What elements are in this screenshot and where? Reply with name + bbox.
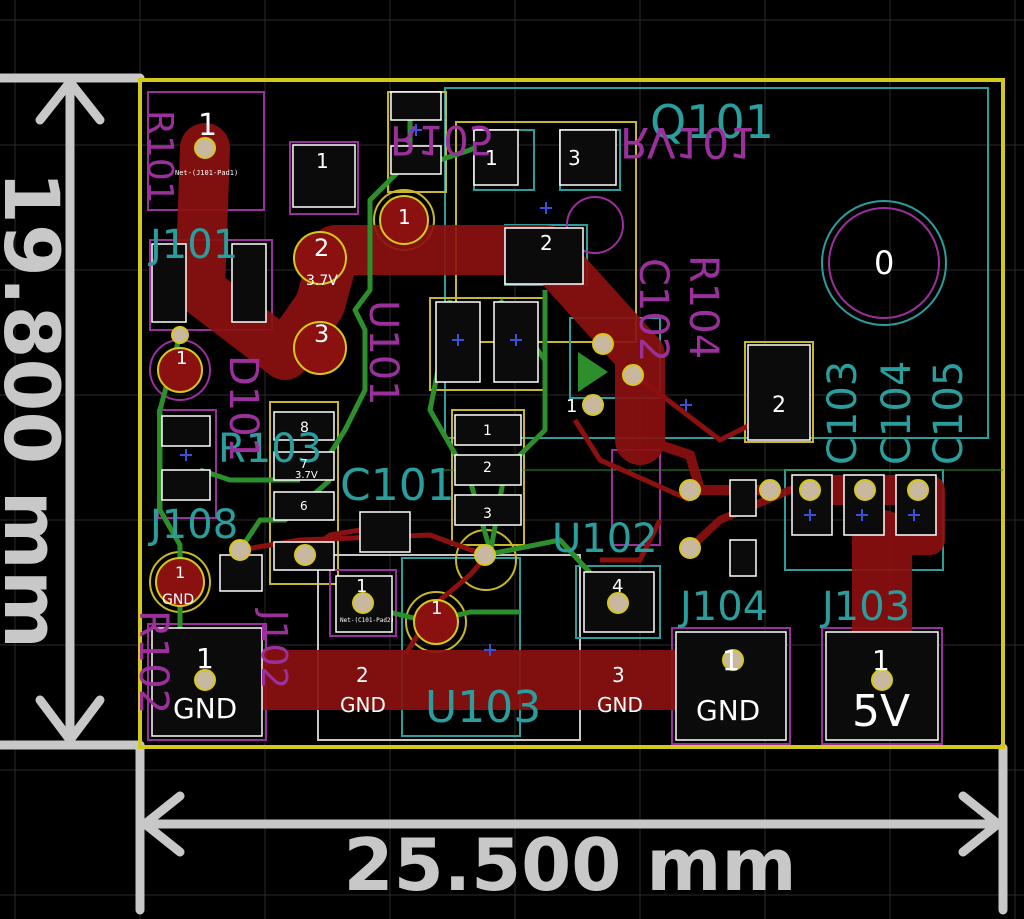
mount-hole-label: 0 bbox=[874, 244, 894, 282]
ref-c103: C103 bbox=[820, 361, 866, 465]
pad-volt-37: 3.7V bbox=[306, 273, 338, 289]
ref-c105: C105 bbox=[926, 361, 972, 465]
pad-gnd3: GND bbox=[597, 693, 643, 717]
pad-u101-volt: 3.7V bbox=[295, 470, 318, 481]
pad-c-top: 1 bbox=[398, 205, 411, 229]
ref-r105: R105 bbox=[390, 116, 494, 162]
height-dimension bbox=[0, 73, 145, 750]
ref-c104: C104 bbox=[874, 361, 920, 465]
pad-c102-2: 2 bbox=[772, 393, 786, 418]
pad-j102-gnd: GND bbox=[173, 692, 237, 725]
ref-r101: R101 bbox=[139, 110, 180, 204]
pad-u101-6: 6 bbox=[300, 499, 308, 513]
pad-c101-1: 1 bbox=[431, 598, 442, 619]
pad-u103-3: 3 bbox=[483, 506, 492, 522]
polarity-marks bbox=[180, 124, 920, 656]
pad-j104-1: 1 bbox=[722, 644, 740, 677]
ref-c101: C101 bbox=[340, 460, 455, 511]
pad-rv-1: 1 bbox=[485, 146, 498, 170]
height-dimension-label: 19.800 mm bbox=[0, 171, 76, 649]
ref-c102: C102 bbox=[630, 258, 676, 362]
pad-u101-8: 8 bbox=[300, 420, 309, 436]
pad-net-c101: Net-(C101-Pad2) bbox=[340, 617, 394, 624]
diode-marker bbox=[578, 352, 608, 392]
pad-lt-3: 3 bbox=[314, 320, 329, 348]
pad-u103-2: 2 bbox=[483, 460, 492, 476]
pad-lt-1: 1 bbox=[316, 149, 329, 173]
pad-u102-4: 4 bbox=[612, 576, 623, 597]
ref-j101: J101 bbox=[147, 222, 238, 268]
smd-pads bbox=[151, 91, 939, 741]
ref-u102: U102 bbox=[552, 516, 658, 562]
ref-r103: R103 bbox=[218, 426, 322, 472]
pad-j108-gnd: GND bbox=[162, 592, 194, 608]
pad-d-1: 1 bbox=[176, 348, 187, 369]
ref-q101: Q101 bbox=[650, 95, 774, 149]
ref-j103: J103 bbox=[819, 584, 910, 630]
ref-r102: R102 bbox=[130, 610, 176, 714]
ref-j104: J104 bbox=[677, 584, 768, 630]
pad-j103-1: 1 bbox=[872, 644, 890, 677]
pad-j108-1: 1 bbox=[175, 563, 185, 582]
pad-j105-2: 2 bbox=[356, 663, 369, 687]
board-outline bbox=[138, 78, 1005, 749]
width-dimension-label: 25.500 mm bbox=[344, 823, 797, 907]
pad-gnd2: GND bbox=[340, 693, 386, 717]
pad-c102-1: 1 bbox=[566, 396, 577, 417]
pad-net-j101: Net-(J101-Pad1) bbox=[175, 169, 238, 177]
ref-d101: D101 bbox=[220, 355, 266, 462]
ref-r104: R104 bbox=[680, 255, 726, 359]
pad-j105-3: 3 bbox=[612, 663, 625, 687]
pad-u102-1: 1 bbox=[356, 576, 367, 597]
width-dimension bbox=[135, 743, 1008, 915]
pad-j101-1: 1 bbox=[198, 108, 217, 143]
ref-u101: U101 bbox=[360, 300, 406, 406]
pad-rv-3: 3 bbox=[568, 146, 581, 170]
pad-u101-7: 7 bbox=[300, 457, 308, 471]
pad-j102-1: 1 bbox=[196, 642, 214, 675]
ref-j102: J102 bbox=[253, 608, 294, 689]
ref-j108: J108 bbox=[147, 502, 238, 548]
pad-j103-5v: 5V bbox=[852, 686, 910, 737]
pad-u103-1: 1 bbox=[483, 423, 492, 439]
pad-rv-2: 2 bbox=[540, 231, 553, 255]
pad-j104-gnd: GND bbox=[696, 694, 760, 727]
ref-u103: U103 bbox=[425, 682, 541, 733]
pad-lt-2: 2 bbox=[314, 234, 329, 262]
through-hole-pads bbox=[155, 137, 929, 691]
ref-rv101: RV101 bbox=[620, 118, 756, 167]
